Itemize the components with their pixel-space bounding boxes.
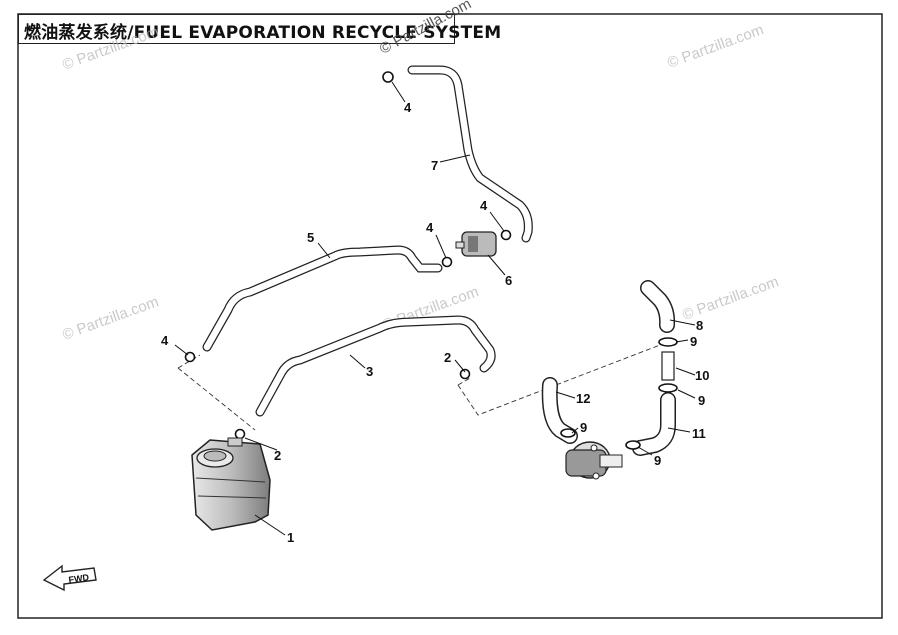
- fwd-label: FWD: [68, 572, 90, 585]
- callout-11: 11: [692, 426, 706, 441]
- callout-8: 8: [696, 318, 703, 333]
- callout-6: 6: [505, 273, 512, 288]
- fuel-tank-1: [191, 437, 271, 531]
- callout-leaders: [174, 81, 696, 536]
- hose-clamps: [184, 71, 678, 450]
- callout-4: 4: [426, 220, 434, 235]
- hose-5: [202, 245, 443, 352]
- callout-9: 9: [698, 393, 705, 408]
- callout-12: 12: [576, 391, 590, 406]
- hose-12: [541, 377, 578, 444]
- callout-4: 4: [161, 333, 169, 348]
- callout-5: 5: [307, 230, 314, 245]
- callout-9: 9: [690, 334, 697, 349]
- callout-4: 4: [404, 100, 412, 115]
- callout-labels: 1 2 2 3 4 4 4 4 5 6 7 8 9 9 9 9 10 11 12…: [68, 100, 710, 585]
- fwd-arrow-icon: [42, 564, 97, 592]
- hose-3: [255, 315, 496, 417]
- diagram-title: 燃油蒸发系统/FUEL EVAPORATION RECYCLE SYSTEM: [24, 23, 502, 43]
- callout-7: 7: [431, 158, 438, 173]
- callout-9: 9: [654, 453, 661, 468]
- hose-8: [640, 280, 676, 333]
- callout-2: 2: [444, 350, 451, 365]
- title-box: [18, 14, 455, 44]
- callout-10: 10: [695, 368, 709, 383]
- purge-valve: [565, 441, 623, 480]
- callout-3: 3: [366, 364, 373, 379]
- callout-2: 2: [274, 448, 281, 463]
- callout-4: 4: [480, 198, 488, 213]
- callout-9: 9: [580, 420, 587, 435]
- hose-11: [632, 392, 676, 456]
- dashed-leader-lines: [177, 344, 661, 431]
- charcoal-canister-6: [455, 231, 497, 257]
- callout-1: 1: [287, 530, 294, 545]
- tube-10: [661, 351, 675, 381]
- hose-7: [407, 65, 533, 243]
